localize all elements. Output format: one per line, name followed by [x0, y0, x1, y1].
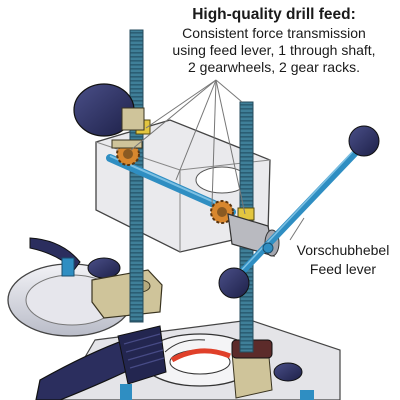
feed-lever-label-de: Vorschubhebel [296, 242, 390, 258]
gearwheel-right [210, 200, 234, 224]
caption-body: Consistent force transmission using feed… [172, 25, 376, 75]
top-knob [73, 83, 145, 137]
clamp-bracket-right [231, 339, 314, 400]
feed-lever-label: Vorschubhebel Feed lever [292, 241, 394, 279]
feed-lever [218, 125, 380, 299]
callout-lines [130, 79, 305, 241]
feature-caption: High-quality drill feed: Consistent forc… [150, 6, 398, 76]
feed-lever-label-en: Feed lever [309, 261, 377, 277]
drill-handle [35, 325, 167, 400]
caption-title: High-quality drill feed: [192, 6, 356, 23]
